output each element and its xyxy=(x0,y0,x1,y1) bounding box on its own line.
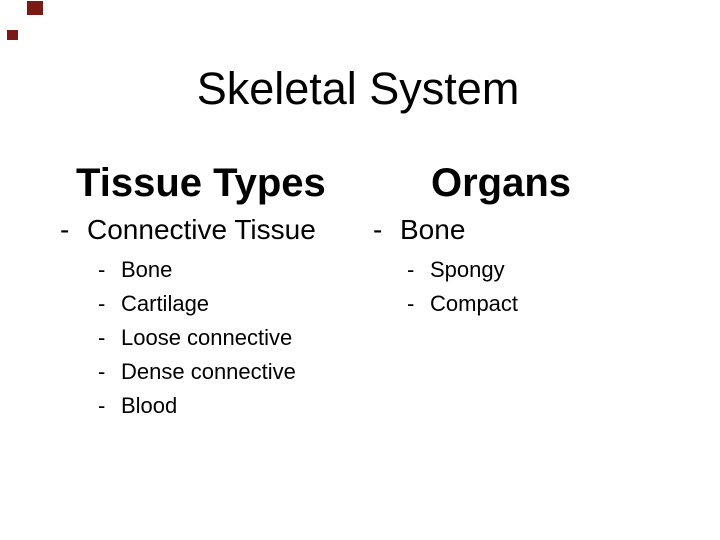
dash-marker: - xyxy=(98,359,106,384)
bullet-label: Blood xyxy=(121,393,178,418)
bullet-row-cartilage: -Cartilage xyxy=(98,293,209,315)
dash-marker: - xyxy=(407,257,415,282)
dash-marker: - xyxy=(407,291,415,316)
decor-square-large xyxy=(27,1,43,15)
bullet-label: Compact xyxy=(430,291,519,316)
bullet-row-spongy: -Spongy xyxy=(407,259,505,281)
dash-marker: - xyxy=(98,257,106,282)
bullet-row-dense-connective: -Dense connective xyxy=(98,361,296,383)
decor-square-small xyxy=(7,30,18,40)
bullet-label: Connective Tissue xyxy=(87,214,316,245)
dash-marker: - xyxy=(98,291,106,316)
slide-title: Skeletal System xyxy=(196,63,520,114)
column-header-tissue-types: Tissue Types xyxy=(76,161,326,205)
bullet-row-loose-connective: -Loose connective xyxy=(98,327,292,349)
dash-marker: - xyxy=(60,214,70,245)
bullet-row-bone-organ: -Bone xyxy=(373,216,465,244)
bullet-label: Dense connective xyxy=(121,359,296,384)
bullet-row-bone: -Bone xyxy=(98,259,172,281)
bullet-row-blood: -Blood xyxy=(98,395,177,417)
dash-marker: - xyxy=(98,325,106,350)
bullet-label: Bone xyxy=(400,214,466,245)
bullet-label: Bone xyxy=(121,257,173,282)
dash-marker: - xyxy=(98,393,106,418)
bullet-row-connective-tissue: -Connective Tissue xyxy=(60,216,316,244)
bullet-label: Loose connective xyxy=(121,325,293,350)
bullet-label: Spongy xyxy=(430,257,505,282)
dash-marker: - xyxy=(373,214,383,245)
bullet-label: Cartilage xyxy=(121,291,210,316)
bullet-row-compact: -Compact xyxy=(407,293,518,315)
column-header-organs: Organs xyxy=(431,161,572,205)
